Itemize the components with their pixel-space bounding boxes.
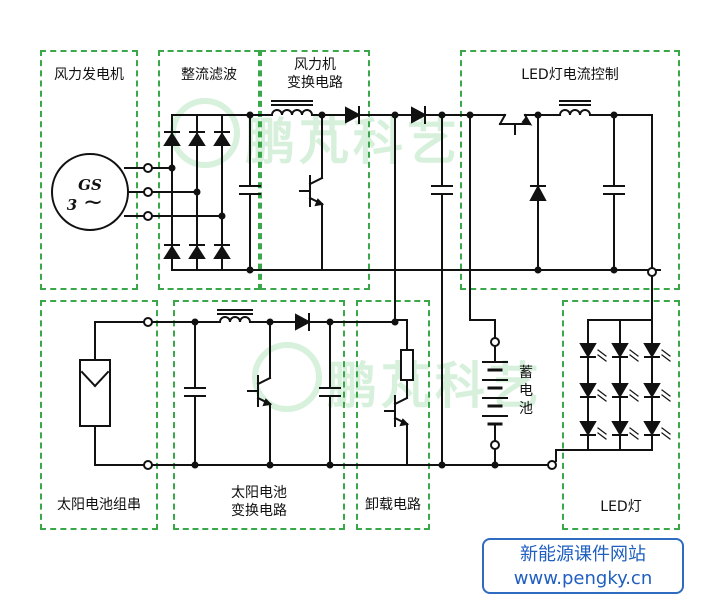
wind-inductor bbox=[270, 109, 314, 117]
bus-diode bbox=[411, 106, 428, 124]
label-wind-generator: 风力发电机 bbox=[54, 67, 124, 83]
label-battery-2: 电 bbox=[519, 383, 533, 399]
label-led-lamp: LED灯 bbox=[600, 499, 642, 515]
block-led-current-control bbox=[460, 50, 680, 290]
generator-symbol-phase: 3 bbox=[66, 196, 78, 214]
wind-diode bbox=[345, 106, 362, 124]
label-dump-circuit: 卸载电路 bbox=[365, 497, 421, 513]
battery-cells bbox=[482, 361, 508, 426]
label-wind-converter-2: 变换电路 bbox=[287, 75, 343, 91]
led-control-inductor bbox=[558, 109, 592, 117]
led-control-switch bbox=[494, 113, 533, 135]
block-led-lamp bbox=[562, 300, 680, 530]
dump-resistor bbox=[400, 349, 414, 381]
watermark-text-bottom: 鹏芃科艺 bbox=[327, 357, 543, 415]
label-solar-string: 太阳电池组串 bbox=[57, 497, 141, 513]
label-battery-1: 蓄 bbox=[519, 365, 533, 381]
solar-igbt bbox=[247, 375, 273, 407]
rectifier-diodes bbox=[163, 131, 231, 259]
block-solar-converter bbox=[173, 300, 345, 530]
led-diodes bbox=[579, 343, 661, 436]
site-badge-title: 新能源课件网站 bbox=[520, 544, 646, 565]
site-badge-url[interactable]: www.pengky.cn bbox=[513, 568, 653, 589]
label-solar-converter-2: 变换电路 bbox=[231, 503, 287, 519]
generator-terminal bbox=[143, 211, 153, 221]
freewheel-diode bbox=[529, 184, 547, 201]
label-solar-converter-1: 太阳电池 bbox=[231, 485, 287, 501]
watermark-logo-icon bbox=[252, 342, 322, 412]
led-emission-arrows bbox=[597, 349, 671, 440]
block-solar-string bbox=[40, 300, 158, 530]
generator-symbol-gs: GS bbox=[78, 176, 102, 194]
label-wind-converter-1: 风力机 bbox=[294, 57, 336, 73]
block-dump-circuit bbox=[356, 300, 430, 530]
block-rectifier-filter bbox=[158, 50, 260, 290]
site-badge[interactable]: 新能源课件网站 www.pengky.cn bbox=[482, 538, 684, 594]
label-battery-3: 池 bbox=[519, 401, 533, 417]
dump-igbt bbox=[384, 395, 410, 427]
generator-terminal bbox=[143, 187, 153, 197]
watermark-text-top: 鹏芃科艺 bbox=[245, 113, 461, 171]
solar-panel bbox=[79, 359, 111, 427]
generator-symbol-wave: ~ bbox=[82, 188, 104, 216]
wind-igbt bbox=[299, 175, 325, 207]
solar-diode bbox=[295, 313, 312, 331]
block-wind-converter bbox=[260, 50, 370, 290]
generator-terminal bbox=[143, 163, 153, 173]
block-wind-generator bbox=[40, 50, 138, 290]
label-rectifier-filter: 整流滤波 bbox=[181, 67, 237, 83]
label-led-current-control: LED灯电流控制 bbox=[521, 67, 619, 83]
solar-inductor bbox=[218, 316, 252, 324]
